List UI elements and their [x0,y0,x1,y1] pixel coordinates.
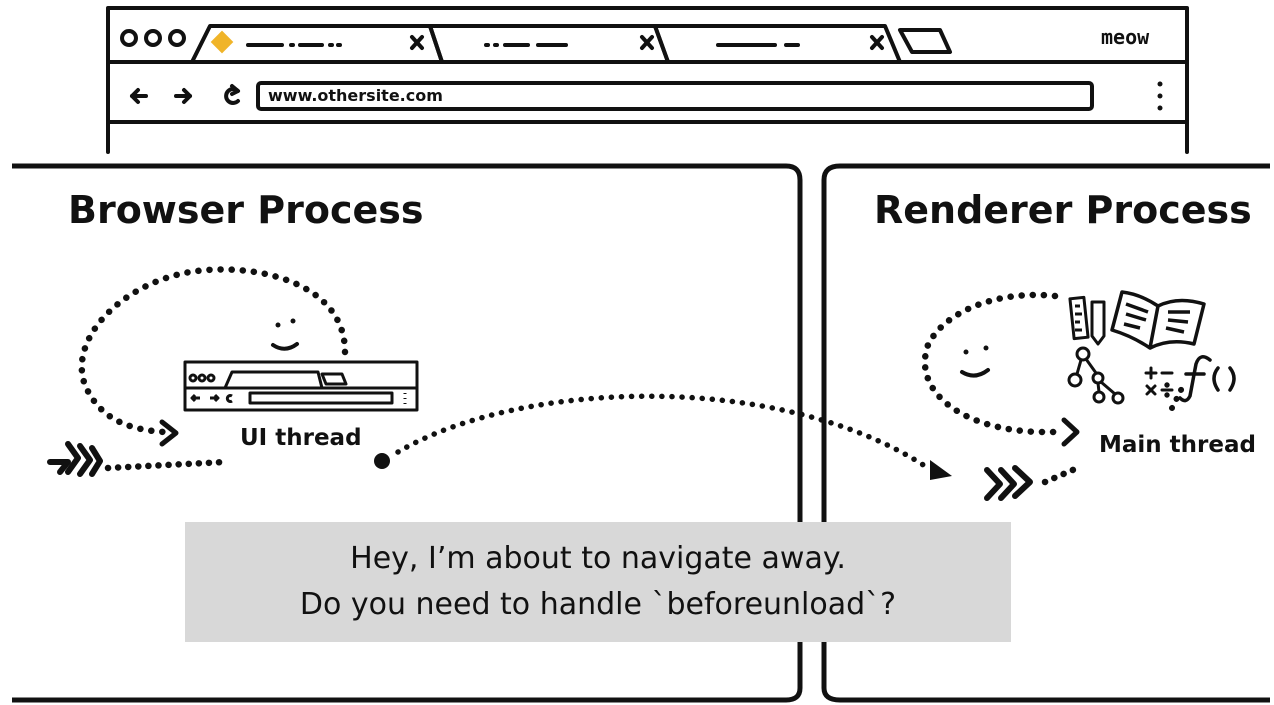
renderer-dots-trail [1169,385,1185,411]
incoming-chevrons-icon [47,441,103,477]
reload-icon[interactable] [224,84,240,105]
message-line-2: Do you need to handle `beforeunload`? [299,587,897,622]
kebab-menu-icon[interactable] [1157,81,1163,111]
renderer-process-title: Renderer Process [874,188,1252,232]
window-title: meow [1101,25,1150,49]
back-arrow-icon[interactable] [130,88,148,104]
main-thread-label: Main thread [1099,432,1256,458]
close-dot-icon[interactable] [120,29,138,47]
math-operators-icon [1144,366,1174,398]
tree-graph-icon [1067,346,1125,405]
message-banner: Hey, I’m about to navigate away. Do you … [185,522,1011,642]
message-origin-dot [374,453,390,469]
smiley-face-icon [271,318,299,351]
close-icon[interactable] [410,35,424,50]
incoming-dots [104,458,229,472]
close-icon[interactable] [640,35,654,50]
nav-buttons [130,84,240,105]
message-line-1: Hey, I’m about to navigate away. [350,541,846,576]
loop-arrowhead-icon [159,419,179,447]
minimize-dot-icon[interactable] [144,29,162,47]
new-tab-button[interactable] [898,28,952,54]
forward-arrow-icon[interactable] [174,88,192,104]
browser-window-sketch [106,6,1189,154]
main-thread-loop-dots [921,291,1064,436]
browser-process-panel [12,163,803,703]
address-bar[interactable] [256,81,1094,111]
ui-thread-loop-dots [78,266,349,436]
tab-favicon-icon [210,30,234,54]
browser-process-title: Browser Process [68,188,424,232]
ui-thread-label: UI thread [240,425,362,451]
address-bar-url[interactable]: www.othersite.com [268,86,443,105]
open-book-icon [1110,290,1206,350]
function-icon [1178,355,1236,403]
renderer-incoming-dots [1041,462,1086,486]
maximize-dot-icon[interactable] [168,29,186,47]
close-icon[interactable] [870,35,884,50]
main-loop-arrowhead-icon [1061,417,1080,447]
pencil-ruler-icon [1068,295,1106,346]
renderer-incoming-chevrons-icon [984,465,1033,501]
mini-browser-icon [183,360,419,412]
tab-close-icons[interactable] [410,35,884,50]
ipc-message-arc [395,393,931,471]
renderer-process-panel [821,163,1270,703]
renderer-smiley-icon [960,345,990,378]
window-controls[interactable] [120,29,186,47]
tab-strip [190,24,952,63]
ipc-arrowhead-icon [930,460,952,480]
tab-3[interactable] [653,24,902,63]
